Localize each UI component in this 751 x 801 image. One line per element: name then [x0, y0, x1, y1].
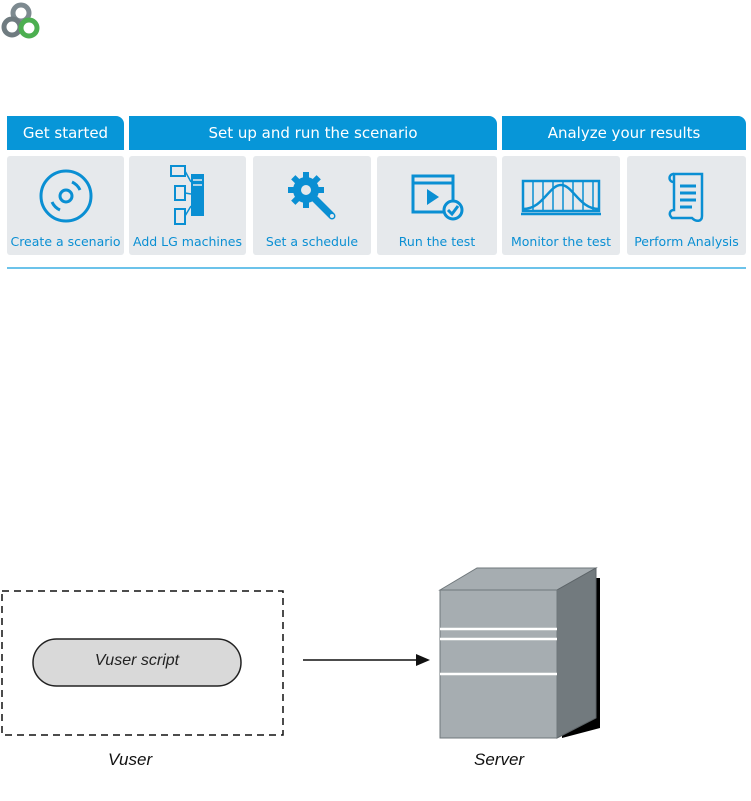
play-window-icon: [411, 174, 464, 221]
vuser-caption: Vuser: [108, 750, 153, 769]
step-label: Add LG machines: [132, 234, 243, 249]
step-run-test[interactable]: Run the test: [377, 156, 497, 255]
step-label: Create a scenario: [10, 234, 121, 249]
server-side: [556, 567, 597, 739]
section-header-analyze: Analyze your results: [502, 116, 746, 150]
section-header-setup-run: Set up and run the scenario: [129, 116, 497, 150]
vuser-script-label: Vuser script: [94, 652, 180, 669]
machines-icon: [169, 165, 204, 225]
graph-icon: [521, 179, 601, 216]
step-label: Perform Analysis: [634, 234, 739, 249]
arrow-head-icon: [416, 654, 430, 666]
step-monitor-test[interactable]: Monitor the test: [502, 156, 620, 255]
step-add-lg-machines[interactable]: Add LG machines: [129, 156, 246, 255]
step-label: Monitor the test: [511, 234, 611, 249]
vuser-boundary: [1, 590, 284, 736]
step-label: Run the test: [398, 234, 476, 249]
section-header-get-started: Get started: [7, 116, 124, 150]
disc-icon: [39, 169, 92, 223]
app-logo-icon: [1, 2, 40, 39]
divider: [7, 267, 746, 269]
step-set-schedule[interactable]: Set a schedule: [253, 156, 371, 255]
document-icon: [667, 172, 703, 222]
step-label: Set a schedule: [265, 234, 359, 249]
vuser-script-capsule: [32, 638, 242, 687]
vuser-server-diagram: Vuser script Vuser Server: [0, 560, 751, 797]
step-create-scenario[interactable]: Create a scenario: [7, 156, 124, 255]
step-perform-analysis[interactable]: Perform Analysis: [627, 156, 746, 255]
server-caption: Server: [474, 750, 525, 769]
server-front: [439, 589, 558, 739]
diagram-canvas: [1, 567, 600, 739]
gear-wrench-icon: [288, 172, 336, 220]
